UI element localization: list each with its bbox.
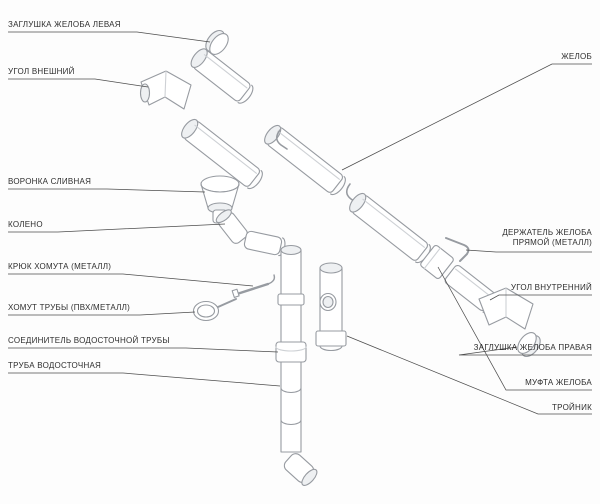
leader-clamp-hook — [8, 273, 254, 287]
part-clamp-hook — [231, 274, 276, 298]
part-gutter-holder — [445, 237, 470, 262]
part-outer-corner — [139, 70, 192, 110]
label-gutter: ЖЕЛОБ — [561, 52, 592, 61]
part-cap-right — [517, 332, 541, 358]
label-elbow: КОЛЕНО — [8, 220, 43, 229]
label-gutter-coupling: МУФТА ЖЕЛОБА — [525, 378, 592, 387]
leader-outer-corner — [8, 78, 149, 88]
part-bracket-hook-1 — [275, 129, 288, 150]
leader-pipe-clamp — [8, 311, 196, 316]
label-funnel: ВОРОНКА СЛИВНАЯ — [8, 177, 92, 186]
part-cap-left — [205, 29, 229, 55]
label-clamp-hook: КРЮК ХОМУТА (металл) — [8, 262, 112, 271]
leader-gutter-coupling — [437, 266, 592, 391]
leader-inner-corner — [489, 294, 592, 301]
part-gutter-segment-middle — [264, 124, 346, 196]
leader-gutter-holder — [465, 249, 592, 253]
part-pipe-connector — [275, 341, 307, 363]
leader-gutter — [341, 63, 592, 171]
part-gutter-segment-top — [190, 48, 254, 104]
label-pipe-connector: СОЕДИНИТЕЛЬ ВОДОСТОЧНОЙ ТРУБЫ — [8, 336, 170, 345]
label-downpipe: ТРУБА ВОДОСТОЧНАЯ — [8, 361, 102, 370]
leader-cap-left — [8, 31, 211, 43]
part-gutter-coupling — [420, 245, 454, 279]
label-cap-right: ЗАГЛУШКА ЖЕЛОБА ПРАВАЯ — [473, 343, 592, 352]
part-elbow-2 — [243, 230, 286, 257]
label-cap-left: ЗАГЛУШКА ЖЕЛОБА ЛЕВАЯ — [8, 20, 121, 29]
label-inner-corner: УГОЛ ВНУТРЕННИЙ — [510, 283, 592, 292]
part-elbow-1 — [215, 209, 248, 244]
part-pipe-clamp — [192, 298, 237, 322]
leader-funnel — [8, 188, 206, 193]
leader-elbow — [8, 223, 226, 233]
part-outlet-elbow — [283, 453, 318, 486]
label-tee: ТРОЙНИК — [552, 403, 592, 412]
label-gutter-holder: ДЕРЖАТЕЛЬ ЖЕЛОБА ПРЯМОЙ (металл) — [502, 228, 592, 247]
leader-downpipe — [8, 372, 281, 387]
label-pipe-clamp: ХОМУТ ТРУБЫ (пвх/металл) — [8, 303, 131, 312]
part-tee — [315, 262, 347, 352]
leader-lines — [8, 31, 592, 415]
part-bracket-hook-2 — [345, 183, 358, 204]
leader-pipe-connector — [8, 347, 279, 353]
part-gutter-segment-left — [181, 118, 263, 190]
part-gutter-segment-lower — [349, 192, 431, 264]
leader-tee — [346, 335, 592, 415]
leader-cap-right — [458, 346, 592, 356]
label-outer-corner: УГОЛ ВНЕШНИЙ — [8, 67, 75, 76]
